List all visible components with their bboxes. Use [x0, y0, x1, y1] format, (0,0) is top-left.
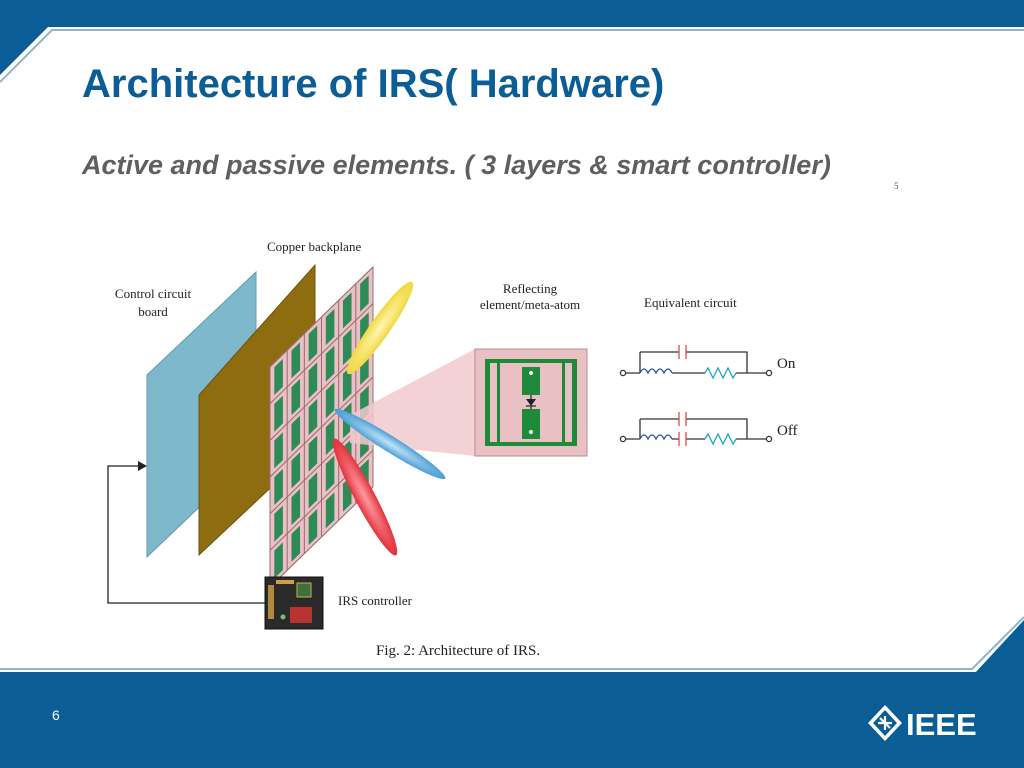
- irs-architecture-figure: Copper backplane Control circuit board R…: [107, 239, 798, 659]
- terminal-off-right: [765, 435, 773, 443]
- meta-atom-cell: [274, 358, 283, 396]
- label-reflecting: Reflecting: [503, 281, 558, 296]
- page-number: 6: [52, 707, 60, 723]
- resistor-off-icon: [704, 432, 737, 446]
- meta-atom-cell: [325, 492, 335, 529]
- label-control-circuit: Control circuit: [115, 286, 192, 301]
- controller-chip: [296, 582, 312, 598]
- ieee-logo: IEEE: [868, 705, 977, 742]
- inductor-on-icon: [639, 368, 673, 375]
- meta-atom-cell: [360, 275, 369, 312]
- meta-atom-cell: [308, 325, 318, 362]
- projection-cone: [350, 349, 475, 456]
- meta-atom-frame-inner-left: [497, 359, 500, 446]
- meta-atom-cell: [325, 308, 335, 346]
- meta-atom-cell: [291, 452, 301, 489]
- meta-atom-cell: [325, 382, 335, 419]
- ieee-diamond-icon: [868, 705, 902, 741]
- beam-yellow: [346, 281, 414, 375]
- irs-controller-board: [264, 576, 324, 630]
- controller-pins-top: [276, 580, 294, 584]
- meta-atom-cell: [291, 342, 301, 379]
- capacitor-off-top-icon: [678, 412, 687, 426]
- feedback-line: [107, 465, 265, 604]
- label-off: Off: [777, 423, 798, 439]
- inductor-off-icon: [639, 434, 673, 441]
- patch-via-2: [529, 430, 533, 434]
- ieee-logo-text: IEEE: [906, 707, 977, 742]
- meta-atom-patch-top: [522, 367, 540, 395]
- meta-atom-cell: [342, 328, 352, 366]
- meta-atom-cell: [291, 378, 301, 416]
- frame-line-top: [0, 29, 1024, 83]
- meta-atom-cell: [274, 505, 283, 542]
- meta-atom-cell: [342, 365, 352, 402]
- meta-atom-array: [274, 275, 369, 579]
- patch-via-1: [529, 371, 533, 375]
- label-on: On: [777, 356, 796, 372]
- figure-caption: Fig. 2: Architecture of IRS.: [376, 643, 540, 659]
- meta-atom-cell: [274, 395, 283, 432]
- capacitor-on-icon: [678, 345, 687, 359]
- label-irs-controller: IRS controller: [338, 593, 413, 608]
- resistor-on-icon: [704, 366, 737, 380]
- terminal-on-left: [619, 369, 627, 377]
- meta-atom-cell: [308, 435, 318, 472]
- wire-on: [626, 351, 766, 374]
- pin-diode-icon: [526, 399, 536, 406]
- terminal-on-right: [765, 369, 773, 377]
- frame-line-bottom: [0, 616, 1024, 670]
- label-copper-backplane: Copper backplane: [267, 239, 361, 254]
- meta-atom-cell: [325, 418, 335, 456]
- footnote-mark: 5: [894, 181, 899, 191]
- equivalent-circuit-off: [619, 412, 773, 446]
- controller-pins-left: [268, 585, 274, 619]
- slide-title: Architecture of IRS( Hardware): [82, 62, 665, 106]
- label-meta-atom: element/meta-atom: [480, 297, 580, 312]
- meta-atom-cell: [308, 398, 318, 436]
- meta-atom-cell: [274, 542, 283, 579]
- capacitor-off-series-icon: [678, 432, 687, 446]
- controller-header-red: [290, 607, 312, 623]
- beam-blue: [334, 408, 446, 480]
- meta-atom-cell: [325, 345, 335, 382]
- meta-atom-cell: [308, 472, 318, 509]
- meta-atom-patch-bottom: [522, 409, 540, 439]
- beam-red: [332, 438, 398, 556]
- terminal-off-left: [619, 435, 627, 443]
- label-equivalent-circuit: Equivalent circuit: [644, 295, 737, 310]
- meta-atom-cell: [342, 292, 352, 329]
- label-control-board: board: [138, 304, 168, 319]
- meta-atom-frame-top: [485, 359, 577, 363]
- meta-atom-cell: [308, 362, 318, 399]
- bottom-right-corner: [975, 620, 1024, 673]
- meta-atom-frame-inner-right: [562, 359, 565, 446]
- meta-surface-grid: [269, 266, 374, 588]
- meta-atom-cell: [291, 488, 301, 526]
- slide-subtitle: Active and passive elements. ( 3 layers …: [82, 150, 831, 180]
- reflecting-element-detail: [474, 348, 588, 457]
- equivalent-circuit-on: [619, 345, 773, 380]
- arrow-head-icon: [138, 461, 147, 471]
- meta-atom-cell: [325, 455, 335, 492]
- meta-atom-cell: [274, 432, 283, 469]
- meta-atom-cell: [291, 525, 301, 562]
- controller-led: [280, 614, 286, 620]
- wire-off: [626, 418, 766, 440]
- top-band: [0, 0, 1024, 27]
- grid-line-horizontal: [269, 486, 374, 588]
- meta-atom-cell: [291, 415, 301, 452]
- meta-atom-frame-bottom: [485, 442, 577, 446]
- meta-atom-frame-left: [485, 359, 490, 446]
- meta-atom-cell: [274, 468, 283, 506]
- top-left-corner: [0, 27, 48, 75]
- meta-atom-frame-right: [572, 359, 577, 446]
- meta-atom-cell: [308, 508, 318, 546]
- bottom-band: [0, 672, 1024, 768]
